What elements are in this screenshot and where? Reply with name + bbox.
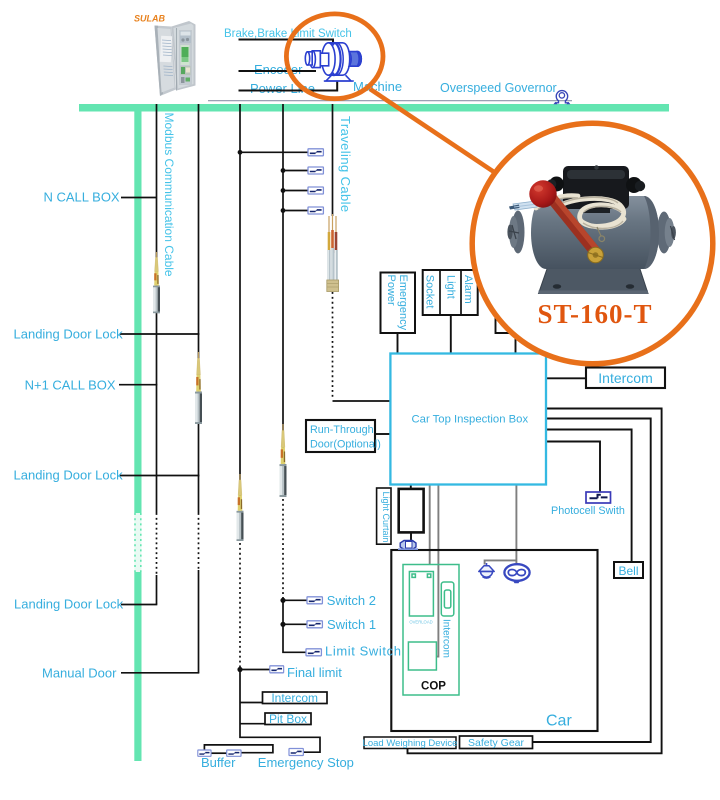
svg-text:N CALL BOX: N CALL BOX [44,190,120,205]
svg-text:Landing Door Lock: Landing Door Lock [14,597,124,612]
svg-text:Encoder: Encoder [254,62,303,77]
svg-text:COP: COP [421,681,446,693]
svg-text:OVERLOAD: OVERLOAD [409,620,432,625]
svg-text:Intercom: Intercom [440,619,451,658]
svg-text:Photocell Swith: Photocell Swith [551,505,625,517]
svg-text:SULAB: SULAB [134,14,165,24]
svg-text:Light: Light [445,275,457,299]
svg-text:Landing Door Lock: Landing Door Lock [14,327,124,342]
svg-text:ST-160-T: ST-160-T [537,299,652,329]
svg-text:Safety Gear: Safety Gear [468,737,525,749]
svg-text:Car Top Inspection Box: Car Top Inspection Box [412,414,529,426]
svg-text:Final limit: Final limit [287,665,342,680]
svg-text:Run-Through: Run-Through [310,424,374,436]
svg-text:Brake,Brake Limit Switch: Brake,Brake Limit Switch [224,28,352,40]
svg-text:Power: Power [385,275,397,307]
svg-text:Buffer: Buffer [201,755,236,770]
svg-text:Pit Box: Pit Box [269,712,307,726]
svg-text:Alarm: Alarm [462,275,474,304]
svg-text:Landing Door Lock: Landing Door Lock [14,468,124,483]
svg-text:Intercom: Intercom [598,370,652,386]
svg-text:N+1 CALL BOX: N+1 CALL BOX [25,378,116,393]
svg-text:Socket: Socket [423,275,435,309]
svg-text:Limit Switch: Limit Switch [325,644,402,659]
svg-text:Switch 2: Switch 2 [327,593,376,608]
svg-text:Overspeed Governor: Overspeed Governor [440,81,557,95]
svg-text:Light Curtain: Light Curtain [381,492,391,543]
svg-text:Door(Optional): Door(Optional) [310,439,381,451]
svg-text:Modbus Communication Cable: Modbus Communication Cable [162,113,176,277]
svg-text:Manual Door: Manual Door [42,666,117,681]
svg-text:Switch 1: Switch 1 [327,617,376,632]
svg-text:Load Weighing Device: Load Weighing Device [363,738,458,749]
svg-text:Bell: Bell [618,564,638,578]
svg-text:Car: Car [546,713,572,730]
svg-text:Traveling Cable: Traveling Cable [338,116,353,213]
svg-text:Emergency: Emergency [397,275,409,331]
svg-text:Emergency Stop: Emergency Stop [258,755,354,770]
svg-text:Intercom: Intercom [271,691,318,705]
